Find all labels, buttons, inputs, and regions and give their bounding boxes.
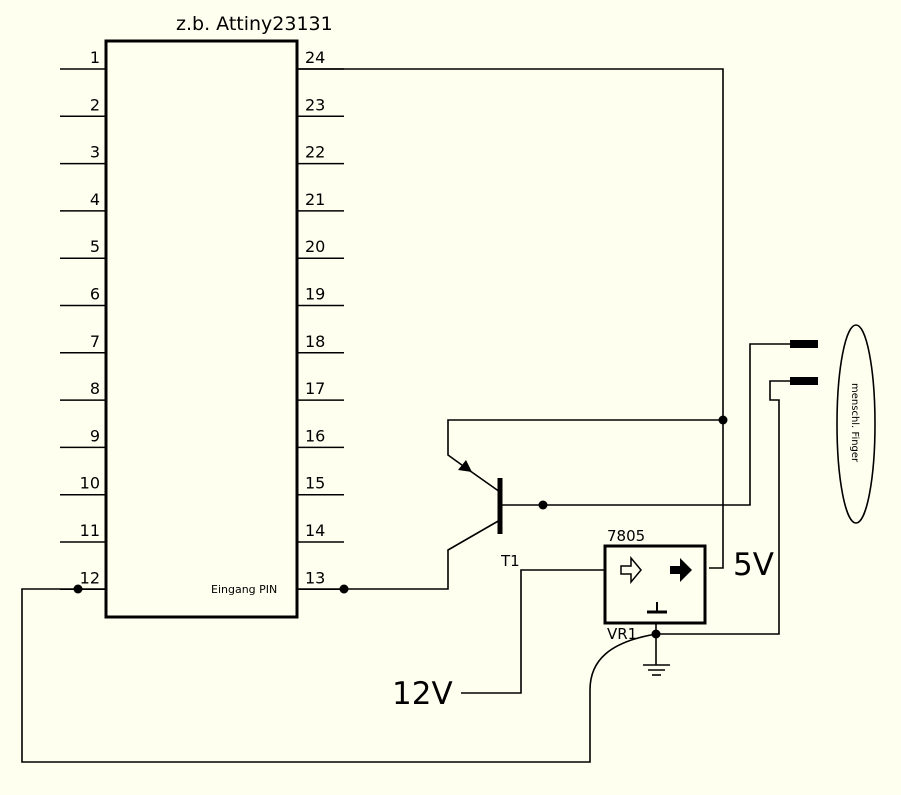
regulator-input-arrow-icon	[620, 555, 642, 585]
junction-5v-emitter	[718, 415, 728, 425]
pin-label-1: 1	[90, 48, 100, 67]
junction-pin13	[339, 584, 349, 594]
finger-contact-2	[790, 377, 818, 385]
pin-label-13: 13	[305, 568, 325, 587]
finger-ellipse	[836, 324, 876, 524]
regulator-body	[603, 544, 707, 625]
ic-body	[104, 39, 299, 619]
junction-pin12	[73, 584, 83, 594]
pin-label-7: 7	[90, 332, 100, 351]
finger-label: menschl. Finger	[849, 383, 860, 463]
junction-ground	[651, 629, 661, 639]
pin-label-4: 4	[90, 190, 100, 209]
junction-base	[538, 500, 548, 510]
wire-12v-input	[461, 569, 605, 694]
regulator-ref: VR1	[607, 625, 637, 643]
supply-12v-label: 12V	[392, 676, 453, 712]
finger-contact-1	[790, 340, 818, 348]
wire-pin24-to-5v	[297, 68, 724, 569]
pin-label-12: 12	[80, 568, 100, 587]
pin-label-16: 16	[305, 426, 325, 445]
regulator-part: 7805	[607, 527, 645, 545]
wire-base-to-contact1	[500, 343, 790, 506]
regulator-output-arrow-icon	[670, 558, 692, 582]
supply-5v-label: 5V	[733, 547, 774, 583]
pin-label-21: 21	[305, 190, 325, 209]
pin-label-14: 14	[305, 521, 325, 540]
pin-label-5: 5	[90, 237, 100, 256]
pin-label-2: 2	[90, 95, 100, 114]
pin-label-10: 10	[80, 474, 100, 493]
pin-label-17: 17	[305, 379, 325, 398]
pin-label-9: 9	[90, 426, 100, 445]
pin-label-8: 8	[90, 379, 100, 398]
ic-title: z.b. Attiny23131	[176, 13, 333, 35]
pin-label-24: 24	[305, 48, 325, 67]
pin-label-20: 20	[305, 237, 325, 256]
emitter-lead	[465, 467, 501, 493]
pin-label-18: 18	[305, 332, 325, 351]
pin-label-6: 6	[90, 285, 100, 304]
pin-label-19: 19	[305, 285, 325, 304]
pin-label-15: 15	[305, 474, 325, 493]
input-pin-label: Eingang PIN	[211, 583, 277, 596]
pin-label-11: 11	[80, 521, 100, 540]
wire-collector-to-pin13	[297, 519, 501, 590]
transistor-label: T1	[500, 552, 520, 570]
pin-label-23: 23	[305, 95, 325, 114]
wire-ground-to-pin12	[21, 588, 657, 763]
wire-ground-to-contact2	[656, 380, 790, 635]
pin-label-22: 22	[305, 143, 325, 162]
wire-emitter	[447, 419, 723, 469]
pin-label-3: 3	[90, 143, 100, 162]
ic-right-pins: 24 23 22 21 20 19 18 17 16 15 14 13	[297, 48, 344, 591]
